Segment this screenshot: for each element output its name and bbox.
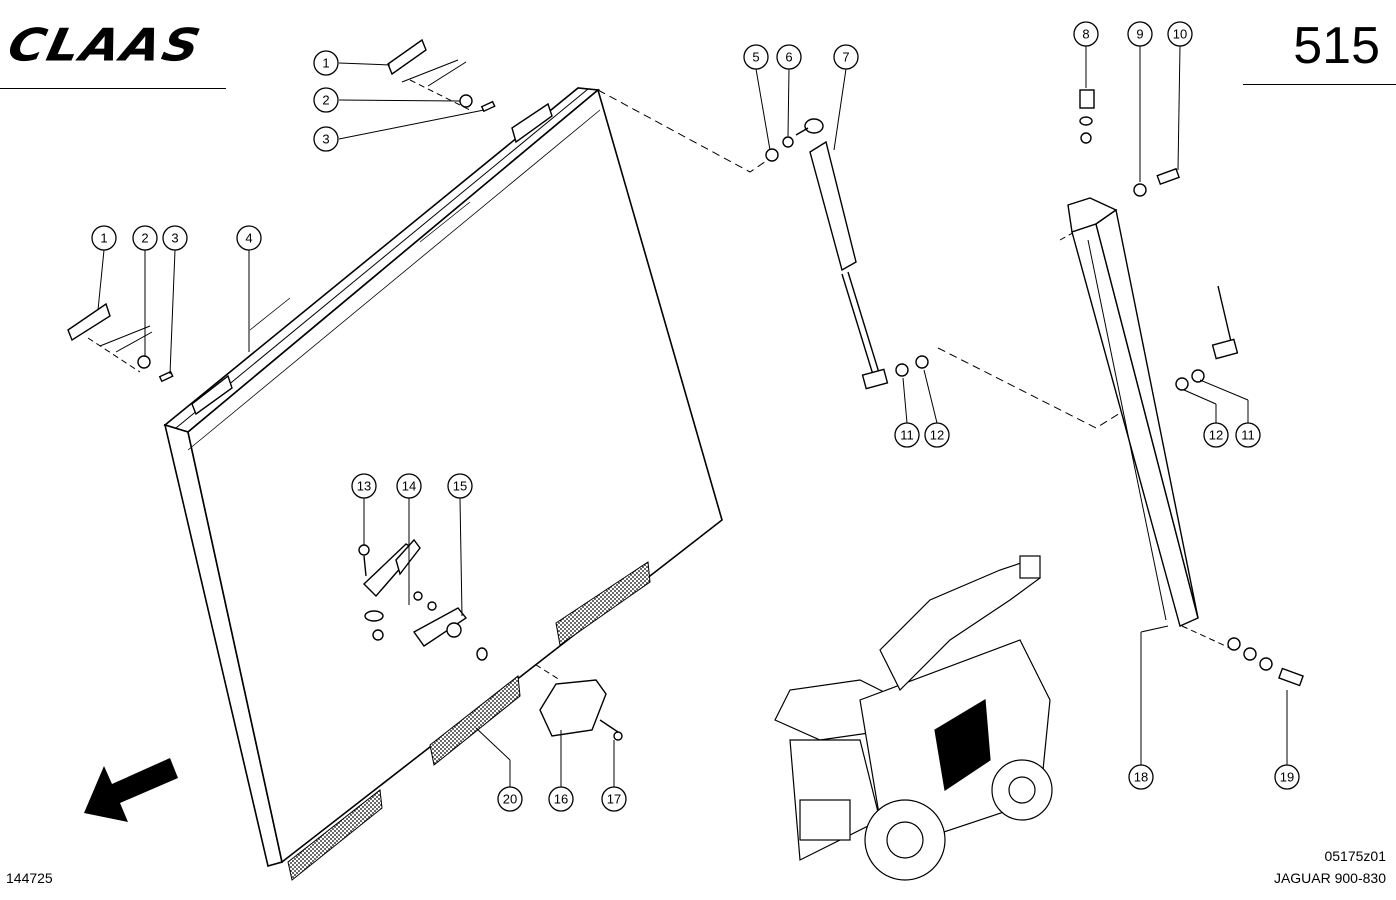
callout-3b: 3 [162,225,188,251]
direction-arrow-icon [84,758,178,822]
drawing-code: 05175z01 [1324,848,1386,864]
callout-20: 20 [497,786,523,812]
header-rule-right [1243,84,1396,85]
forage-harvester-illustration [774,555,1053,881]
svg-text:10: 10 [1173,27,1187,42]
svg-text:1: 1 [322,56,329,71]
callout-10: 10 [1167,21,1193,47]
callout-8: 8 [1073,21,1099,47]
svg-text:13: 13 [357,479,371,494]
svg-text:16: 16 [554,792,568,807]
svg-text:9: 9 [1136,27,1143,42]
header-rule-left [0,88,226,89]
callout-1a: 1 [313,50,339,76]
svg-text:2: 2 [141,231,148,246]
svg-text:14: 14 [402,479,416,494]
svg-text:8: 8 [1082,27,1089,42]
callout-12b: 12 [1203,422,1229,448]
panel-hinges [67,38,553,416]
callout-18: 18 [1128,764,1154,790]
callout-7: 7 [833,44,859,70]
callout-17: 17 [601,786,627,812]
callout-balloons: 1 2 3 1 2 3 4 5 6 7 8 9 10 11 12 12 11 1… [91,21,1300,812]
callout-15: 15 [447,473,473,499]
svg-text:20: 20 [503,792,517,807]
svg-text:4: 4 [245,231,252,246]
latch-assembly [358,538,623,741]
callout-12a: 12 [924,422,950,448]
svg-text:3: 3 [171,231,178,246]
machine-model: JAGUAR 900-830 [1273,870,1386,886]
callout-16: 16 [548,786,574,812]
svg-text:3: 3 [322,132,329,147]
callout-6: 6 [776,44,802,70]
callout-4: 4 [236,225,262,251]
callout-13: 13 [351,473,377,499]
svg-text:7: 7 [842,50,849,65]
svg-text:5: 5 [752,50,759,65]
svg-text:12: 12 [1209,428,1223,443]
svg-text:12: 12 [930,428,944,443]
svg-text:17: 17 [607,792,621,807]
svg-text:18: 18 [1134,770,1148,785]
svg-text:11: 11 [1241,428,1255,443]
seal-strips [287,561,651,881]
svg-text:19: 19 [1280,770,1294,785]
callout-11a: 11 [894,422,920,448]
callout-2a: 2 [313,87,339,113]
callout-2b: 2 [132,225,158,251]
gas-strut [765,118,929,390]
callout-14: 14 [396,473,422,499]
page-number: 515 [1293,17,1380,75]
document-id: 144725 [6,870,53,886]
callout-11b: 11 [1235,422,1261,448]
support-post [1067,89,1304,687]
callout-1b: 1 [91,225,117,251]
svg-text:11: 11 [900,428,914,443]
callout-5: 5 [743,44,769,70]
svg-text:1: 1 [100,231,107,246]
callout-9: 9 [1127,21,1153,47]
svg-text:6: 6 [785,50,792,65]
callout-3a: 3 [313,126,339,152]
callout-leaders [97,45,1288,787]
svg-text:2: 2 [322,93,329,108]
callout-19: 19 [1274,764,1300,790]
svg-text:15: 15 [453,479,467,494]
